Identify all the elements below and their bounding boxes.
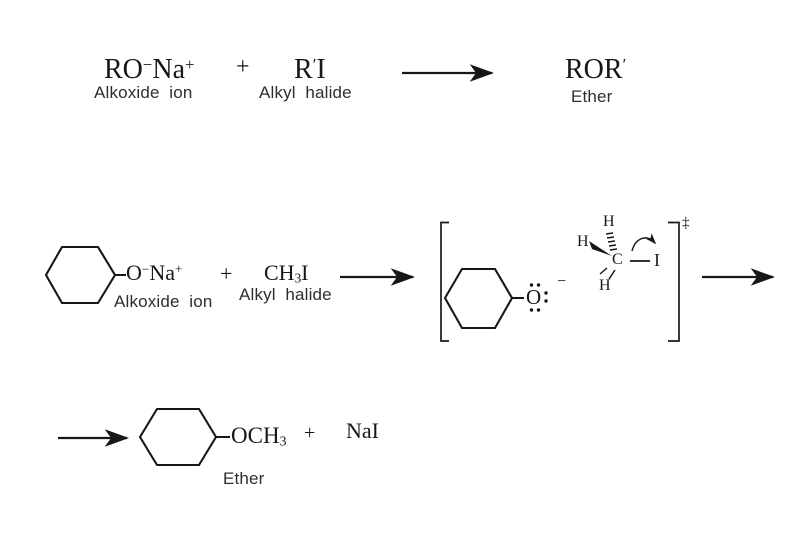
general-product-label: Ether	[571, 87, 613, 106]
general-alkoxide-label: Alkoxide ion	[94, 83, 193, 102]
ts-hydrogen-bottom: H	[599, 277, 611, 294]
ts-iodine-atom: I	[654, 250, 660, 270]
halide-base: R	[294, 54, 313, 85]
general-halide-formula: R′I	[294, 56, 326, 84]
product-ether-label: Ether	[223, 469, 265, 488]
cyclohexane-ring-ether	[138, 407, 218, 467]
example-plus-sign: +	[220, 261, 233, 286]
cyclohexane-ring-transition-state	[443, 267, 514, 330]
ether-subscript: 3	[279, 433, 287, 449]
example-alkoxide-label: Alkoxide ion	[114, 292, 213, 311]
product-base: ROR	[565, 54, 623, 85]
cyclohexane-ring-alkoxide	[44, 245, 117, 305]
example-counterion-charge: +	[174, 261, 183, 277]
ts-oxygen-charge: −	[557, 273, 567, 290]
counterion-charge: +	[185, 54, 195, 74]
example-alkoxide-formula: O−Na+	[126, 262, 182, 284]
example-halide-label: Alkyl halide	[239, 285, 332, 304]
example-oxygen-charge: −	[141, 261, 150, 277]
left-bracket	[440, 221, 449, 342]
halide-prime: ′	[312, 54, 317, 74]
example-halide-subscript: 3	[294, 270, 302, 286]
general-alkoxide-formula: RO−Na+	[104, 56, 195, 84]
ts-double-dagger: ‡	[682, 215, 690, 231]
example-oxygen: O	[126, 260, 142, 285]
bold-wedge-bond	[589, 241, 612, 256]
halide-halogen: I	[316, 54, 326, 85]
curved-electron-arrow	[631, 233, 657, 252]
product-byproduct-formula: NaI	[346, 418, 379, 443]
general-plus-sign: +	[236, 54, 250, 80]
hashed-wedge-bond	[605, 232, 618, 251]
ts-hydrogen-left: H	[577, 233, 589, 250]
oxygen-lone-pair-dots	[529, 283, 548, 312]
product-prime: ′	[622, 54, 627, 74]
ts-hydrogen-top: H	[603, 213, 615, 230]
general-halide-label: Alkyl halide	[259, 83, 352, 102]
general-product-formula: ROR′	[565, 56, 626, 84]
ts-carbon-atom: C	[612, 251, 623, 268]
example-halide-base: CH	[264, 260, 295, 285]
product-ether-formula: OCH3	[231, 424, 286, 448]
right-bracket	[668, 221, 680, 342]
ether-base: OCH	[231, 423, 280, 448]
alkoxide-base: RO	[104, 54, 143, 85]
alkoxide-counterion: Na	[152, 54, 186, 85]
methyl-group-bonds	[589, 232, 650, 280]
product-plus-sign: +	[304, 422, 316, 444]
example-halide-halogen: I	[301, 260, 309, 285]
partial-bond-oxygen-carbon	[599, 267, 608, 275]
example-halide-formula: CH3I	[264, 262, 308, 285]
ts-oxygen-atom: O	[526, 285, 542, 309]
carbon-hydrogen-bond	[608, 269, 616, 280]
example-counterion: Na	[149, 260, 175, 285]
alkoxide-charge: −	[142, 54, 153, 74]
